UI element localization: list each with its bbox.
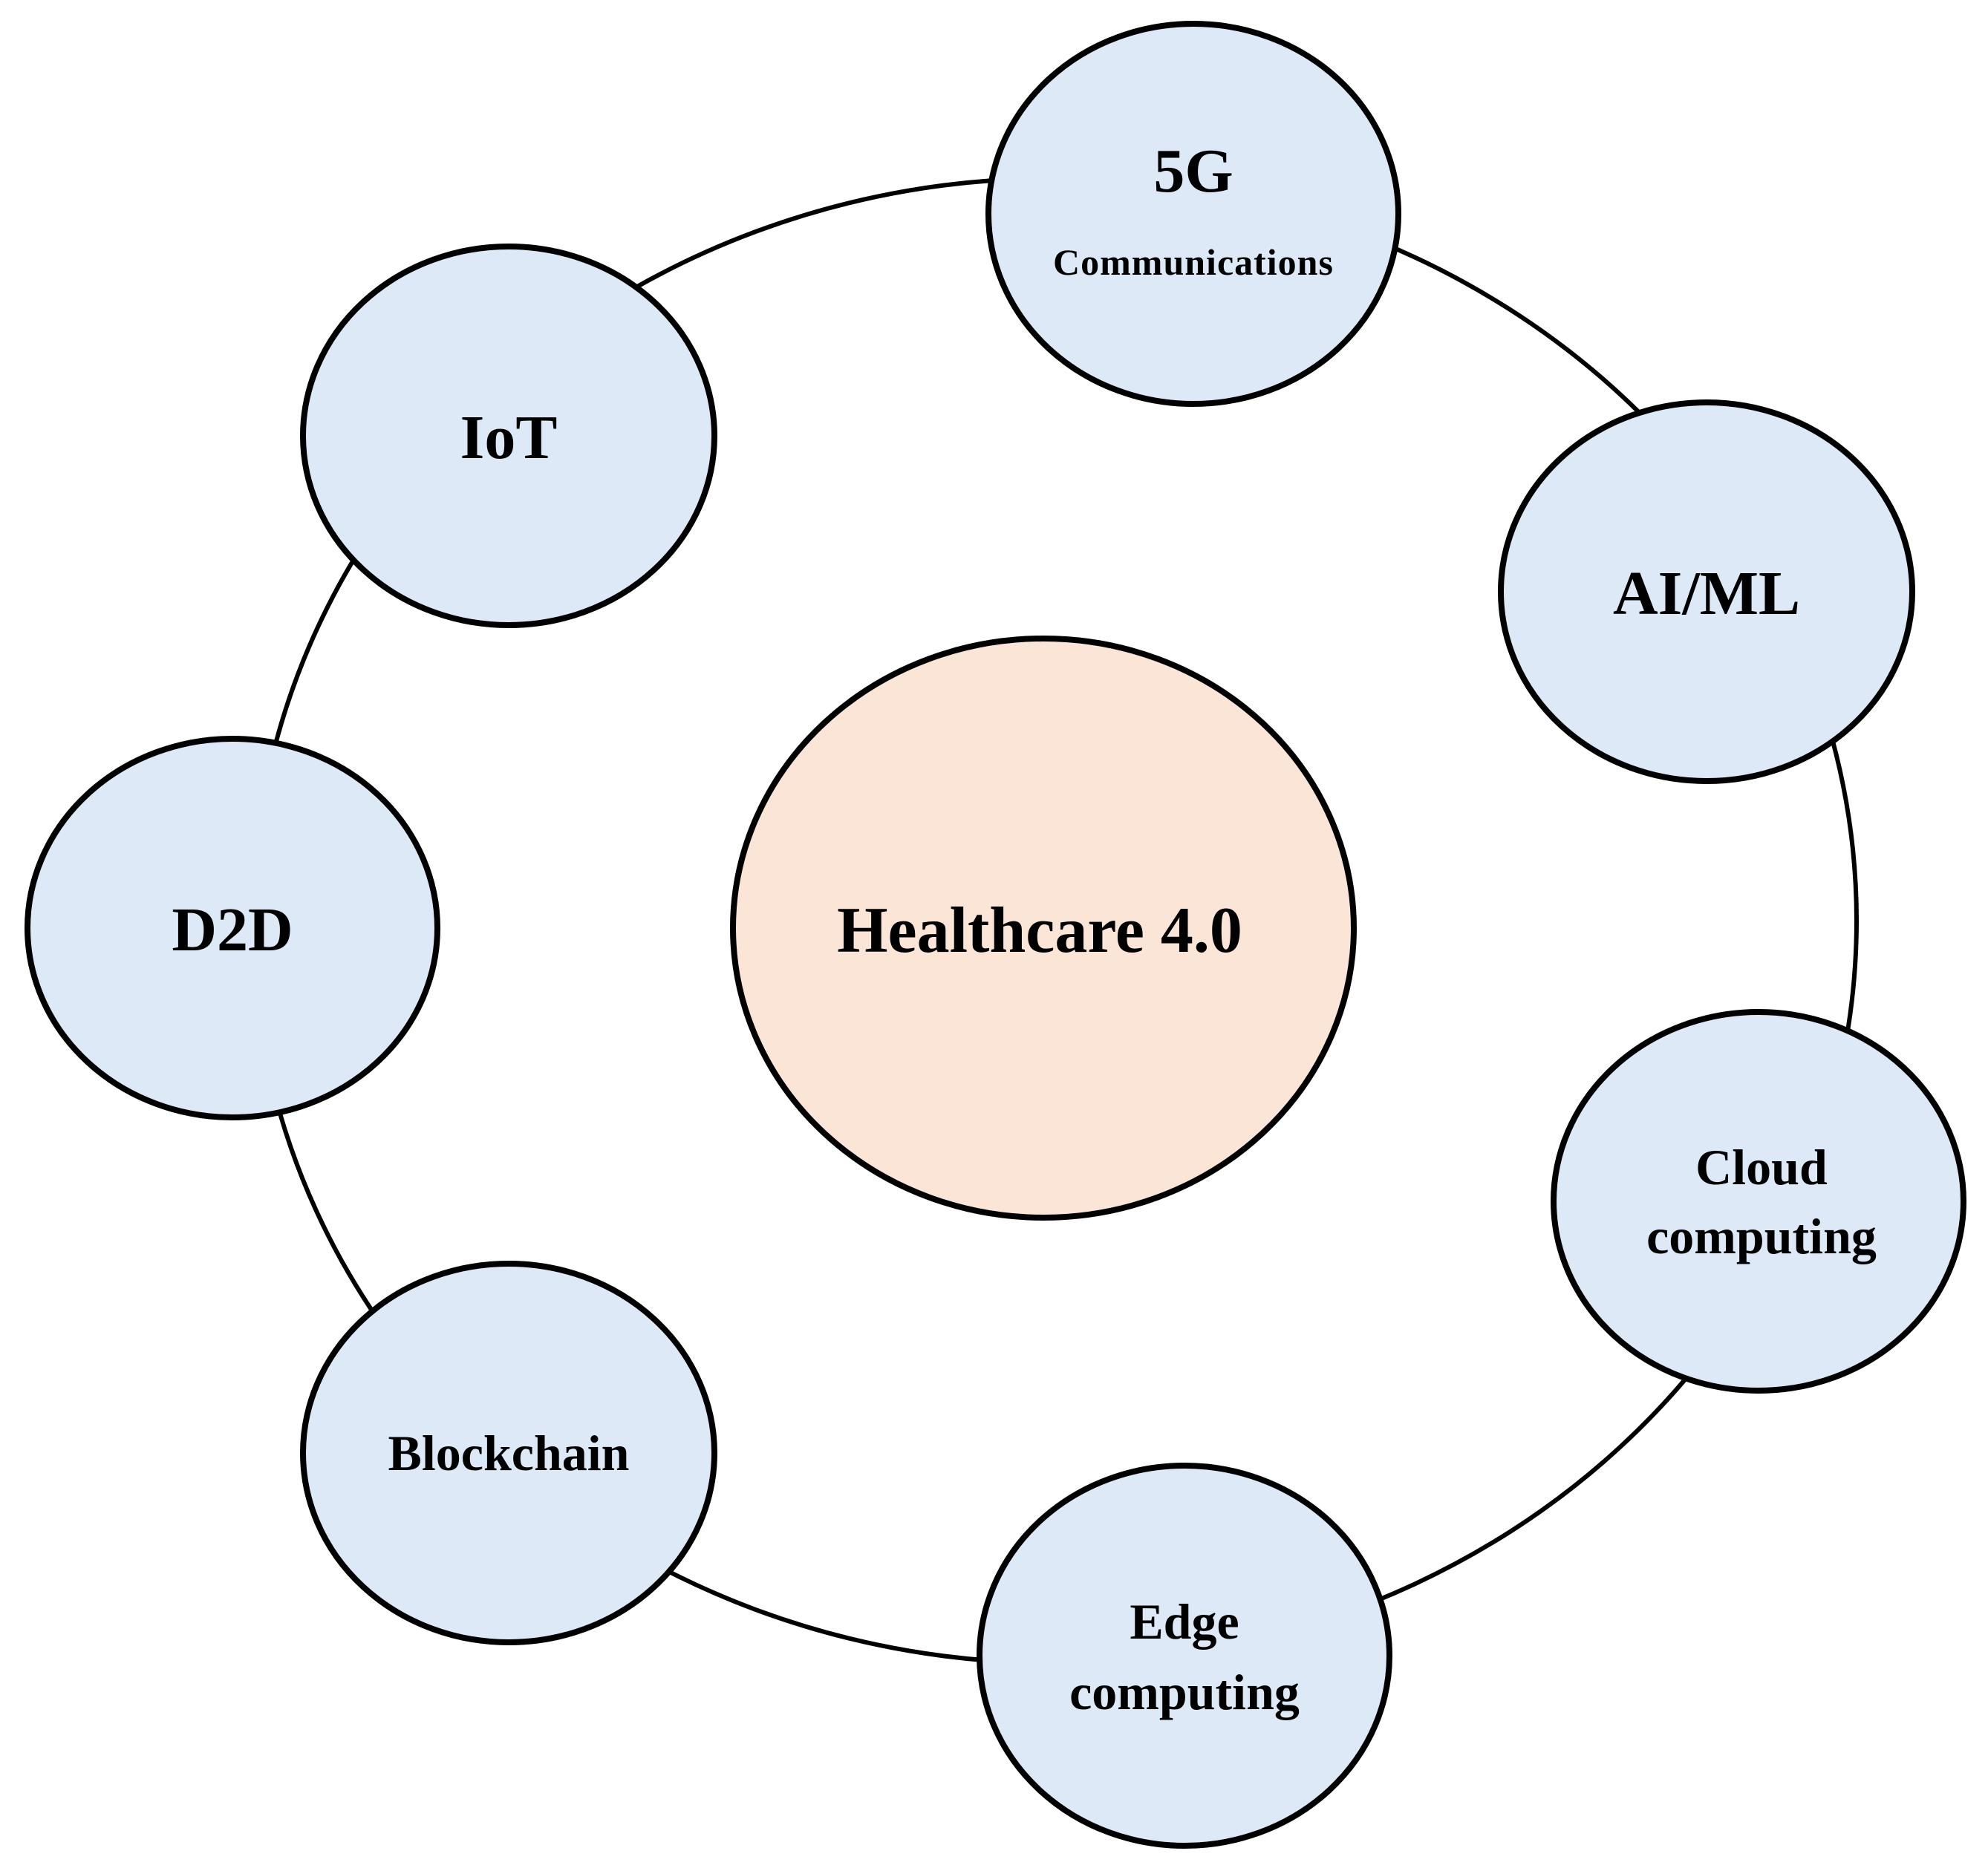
node-blockchain-circle	[300, 1261, 717, 1645]
node-ai-ml-circle	[1498, 399, 1915, 784]
center-node: Healthcare 4.0	[730, 636, 1357, 1221]
center-node-circle	[730, 636, 1357, 1221]
node-cloud-computing-label: computing	[1646, 1208, 1877, 1264]
node-blockchain-label: Blockchain	[388, 1425, 630, 1481]
node-ai-ml: AI/ML	[1498, 399, 1915, 784]
node-d2d-label: D2D	[172, 895, 293, 964]
node-communications-label: Communications	[1053, 241, 1334, 283]
node-d2d: D2D	[25, 736, 440, 1120]
node-cloud-computing-circle	[1551, 1009, 1966, 1394]
node-iot-circle	[300, 244, 717, 628]
node-cloud-label: Cloud	[1695, 1139, 1828, 1195]
center-node-label: Healthcare 4.0	[837, 895, 1242, 967]
node-edge-computing-circle	[977, 1463, 1392, 1849]
node-blockchain: Blockchain	[300, 1261, 717, 1645]
node-5g-communications-circle	[985, 21, 1401, 407]
node-iot-label: IoT	[460, 403, 558, 472]
node-ai-ml-label: AI/ML	[1613, 559, 1800, 628]
node-d2d-circle	[25, 736, 440, 1120]
node-5g-label: 5G	[1153, 137, 1233, 206]
node-iot: IoT	[300, 244, 717, 628]
node-5g-communications: 5G Communications	[985, 21, 1401, 407]
node-edge-computing-label: computing	[1069, 1664, 1300, 1720]
node-edge-computing: Edge computing	[977, 1463, 1392, 1849]
node-edge-label: Edge	[1130, 1593, 1239, 1650]
node-cloud-computing: Cloud computing	[1551, 1009, 1966, 1394]
